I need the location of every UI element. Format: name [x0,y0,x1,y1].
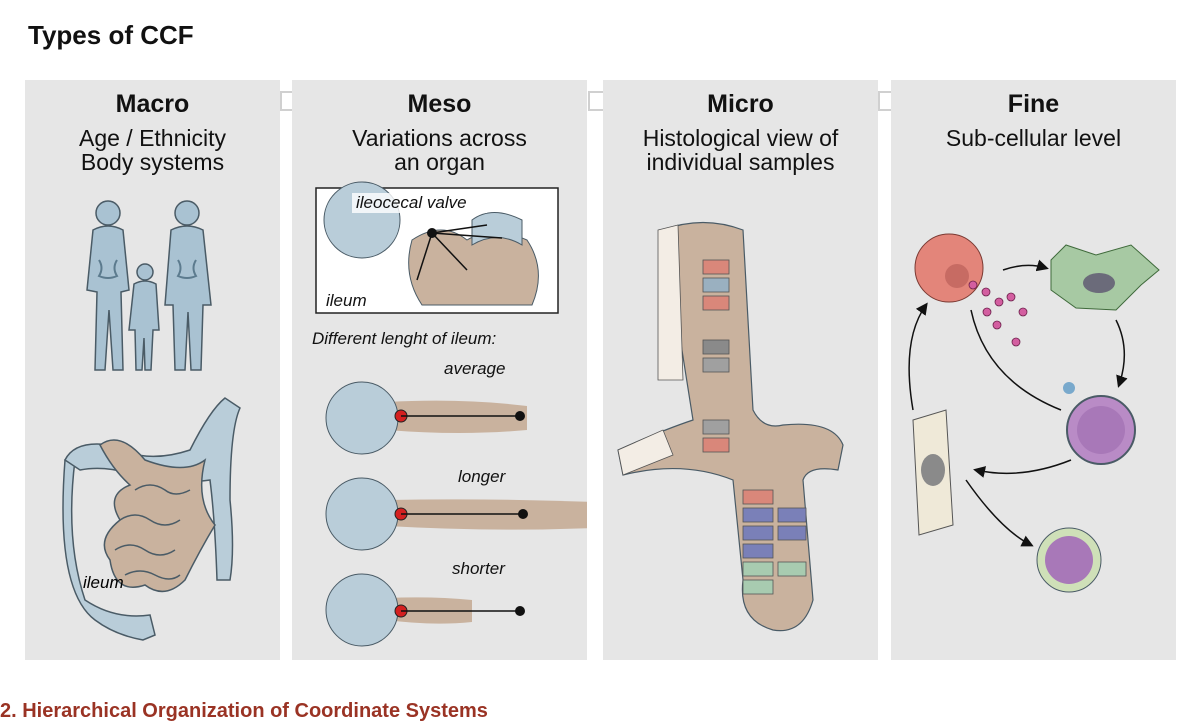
figure-caption: 2. Hierarchical Organization of Coordina… [0,700,488,722]
human-silhouette-icon [86,200,212,371]
subtitle-line-1: Age / Ethnicity [78,125,227,151]
cecum-diagram-longer [325,477,587,551]
panel-fine: Fine Sub-cellular level [891,80,1176,660]
histology-illustration [617,221,844,632]
lengths-label: Different lenght of ileum: [312,329,497,348]
shorter-label: shorter [452,559,506,578]
panel-subtitle: Histological view of individual samples [603,126,878,174]
panel-heading: Meso [407,90,472,118]
subtitle-line-1: Variations across [352,125,527,151]
panel-subtitle: Sub-cellular level [891,126,1176,150]
ileum-label: ileum [326,291,367,310]
subtitle-line-2: individual samples [646,149,835,175]
subtitle-line-1: Sub-cellular level [945,125,1122,151]
meso-illustration: ileocecal valve ileum Different lenght o… [312,181,587,647]
ileum-label: ileum [83,573,124,592]
panel-micro: Micro Histological view of individual sa… [603,80,878,660]
subtitle-line-2: Body systems [80,149,225,175]
valve-label: ileocecal valve [356,193,467,212]
macro-illustration: ileum [62,200,241,641]
panel-meso: Meso Variations across an organ ileoceca… [292,80,587,660]
longer-label: longer [458,467,507,486]
subtitle-line-1: Histological view of [642,125,839,151]
cecum-diagram-average [325,381,527,455]
cecum-diagram-shorter [325,573,525,647]
intestine-icon [62,397,241,641]
cell-illustration [908,233,1160,593]
subtitle-line-2: an organ [394,149,485,175]
average-label: average [444,359,505,378]
panel-heading: Micro [707,90,774,118]
panel-macro: Macro Age / Ethnicity Body systems ileum [25,80,280,660]
panel-subtitle: Age / Ethnicity Body systems [25,126,280,174]
panel-subtitle: Variations across an organ [292,126,587,174]
figure-title: Types of CCF [28,20,194,50]
panel-heading: Macro [115,90,190,118]
panel-heading: Fine [1007,90,1060,118]
